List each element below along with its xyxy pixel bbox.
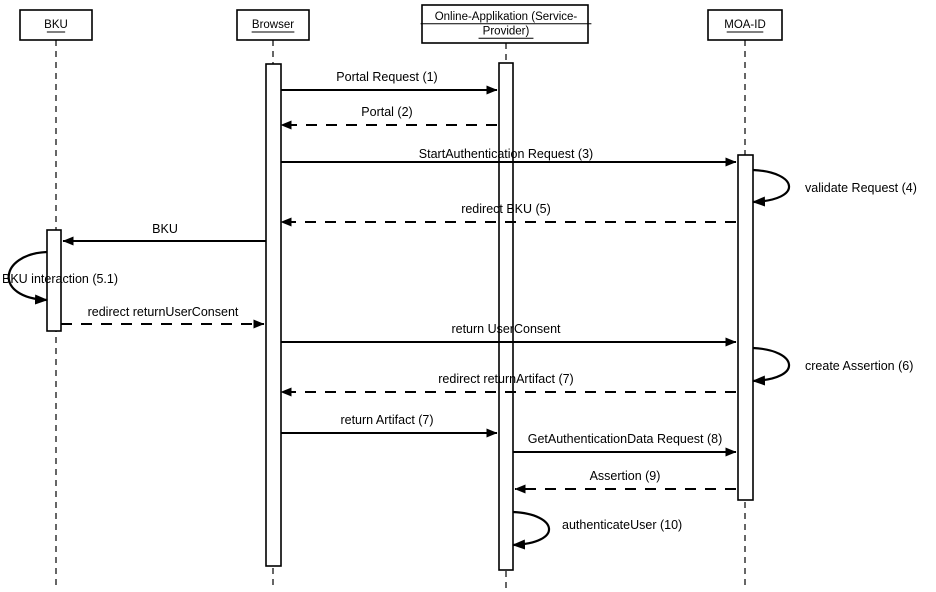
activation-bar-moaid[interactable] <box>737 154 754 501</box>
activation-bar-bku[interactable] <box>46 229 62 332</box>
lifeline-oa[interactable]: Online-Applikation (Service- Provider) <box>420 4 592 590</box>
lifeline-label-bku: BKU <box>44 19 68 31</box>
self-message-arrow-m7 <box>7 250 48 305</box>
message-label-m3: StartAuthentication Request (3) <box>419 147 593 161</box>
message-m14[interactable]: Assertion (9) <box>514 469 736 494</box>
self-message-arrow-m10 <box>752 346 791 386</box>
message-m5[interactable]: redirect BKU (5) <box>280 202 736 227</box>
self-message-arrow-m15 <box>512 510 551 550</box>
message-m2[interactable]: Portal (2) <box>280 105 497 130</box>
lifeline-label-oa: Provider) <box>483 25 530 37</box>
message-m11[interactable]: redirect returnArtifact (7) <box>280 372 736 397</box>
activation-bar-browser[interactable] <box>265 63 282 567</box>
message-m6[interactable]: BKU <box>62 222 266 246</box>
message-label-m1: Portal Request (1) <box>336 70 437 84</box>
message-label-m7: BKU interaction (5.1) <box>2 272 118 286</box>
lifeline-header-box-bku[interactable] <box>19 9 93 41</box>
message-label-m12: return Artifact (7) <box>340 413 433 427</box>
message-m9[interactable]: return UserConsent <box>281 322 737 347</box>
lifeline-browser[interactable]: Browser <box>236 9 310 590</box>
message-label-m4: validate Request (4) <box>805 181 917 195</box>
message-m7[interactable]: BKU interaction (5.1) <box>2 250 118 305</box>
activation-bar-oa[interactable] <box>498 62 514 571</box>
message-label-m5: redirect BKU (5) <box>461 202 551 216</box>
message-label-m9: return UserConsent <box>451 322 561 336</box>
message-label-m14: Assertion (9) <box>590 469 661 483</box>
messages-layer: Portal Request (1) Portal (2) StartAuthent… <box>2 70 917 550</box>
message-m3[interactable]: StartAuthentication Request (3) <box>281 147 737 167</box>
message-m4[interactable]: validate Request (4) <box>752 168 917 207</box>
message-label-m10: create Assertion (6) <box>805 359 913 373</box>
message-label-m6: BKU <box>152 222 178 236</box>
lifeline-header-box-moaid[interactable] <box>707 9 783 41</box>
message-m12[interactable]: return Artifact (7) <box>281 413 498 438</box>
lifeline-header-box-browser[interactable] <box>236 9 310 41</box>
message-label-m8: redirect returnUserConsent <box>88 305 239 319</box>
lifeline-label-oa: Online-Applikation (Service- <box>435 11 578 23</box>
activations-layer <box>46 62 754 571</box>
message-m1[interactable]: Portal Request (1) <box>281 70 498 95</box>
message-m13[interactable]: GetAuthenticationData Request (8) <box>513 432 737 457</box>
self-message-arrow-m4 <box>752 168 791 207</box>
lifeline-label-browser: Browser <box>252 19 294 31</box>
message-m10[interactable]: create Assertion (6) <box>752 346 913 386</box>
lifeline-label-moaid: MOA-ID <box>724 19 766 31</box>
message-m15[interactable]: authenticateUser (10) <box>512 510 682 550</box>
message-label-m13: GetAuthenticationData Request (8) <box>528 432 723 446</box>
lifelines-layer: BKU Browser Online-Applikation (Service- Pr… <box>19 4 783 590</box>
message-label-m2: Portal (2) <box>361 105 412 119</box>
message-m8[interactable]: redirect returnUserConsent <box>61 305 265 329</box>
message-label-m11: redirect returnArtifact (7) <box>438 372 573 386</box>
message-label-m15: authenticateUser (10) <box>562 518 682 532</box>
